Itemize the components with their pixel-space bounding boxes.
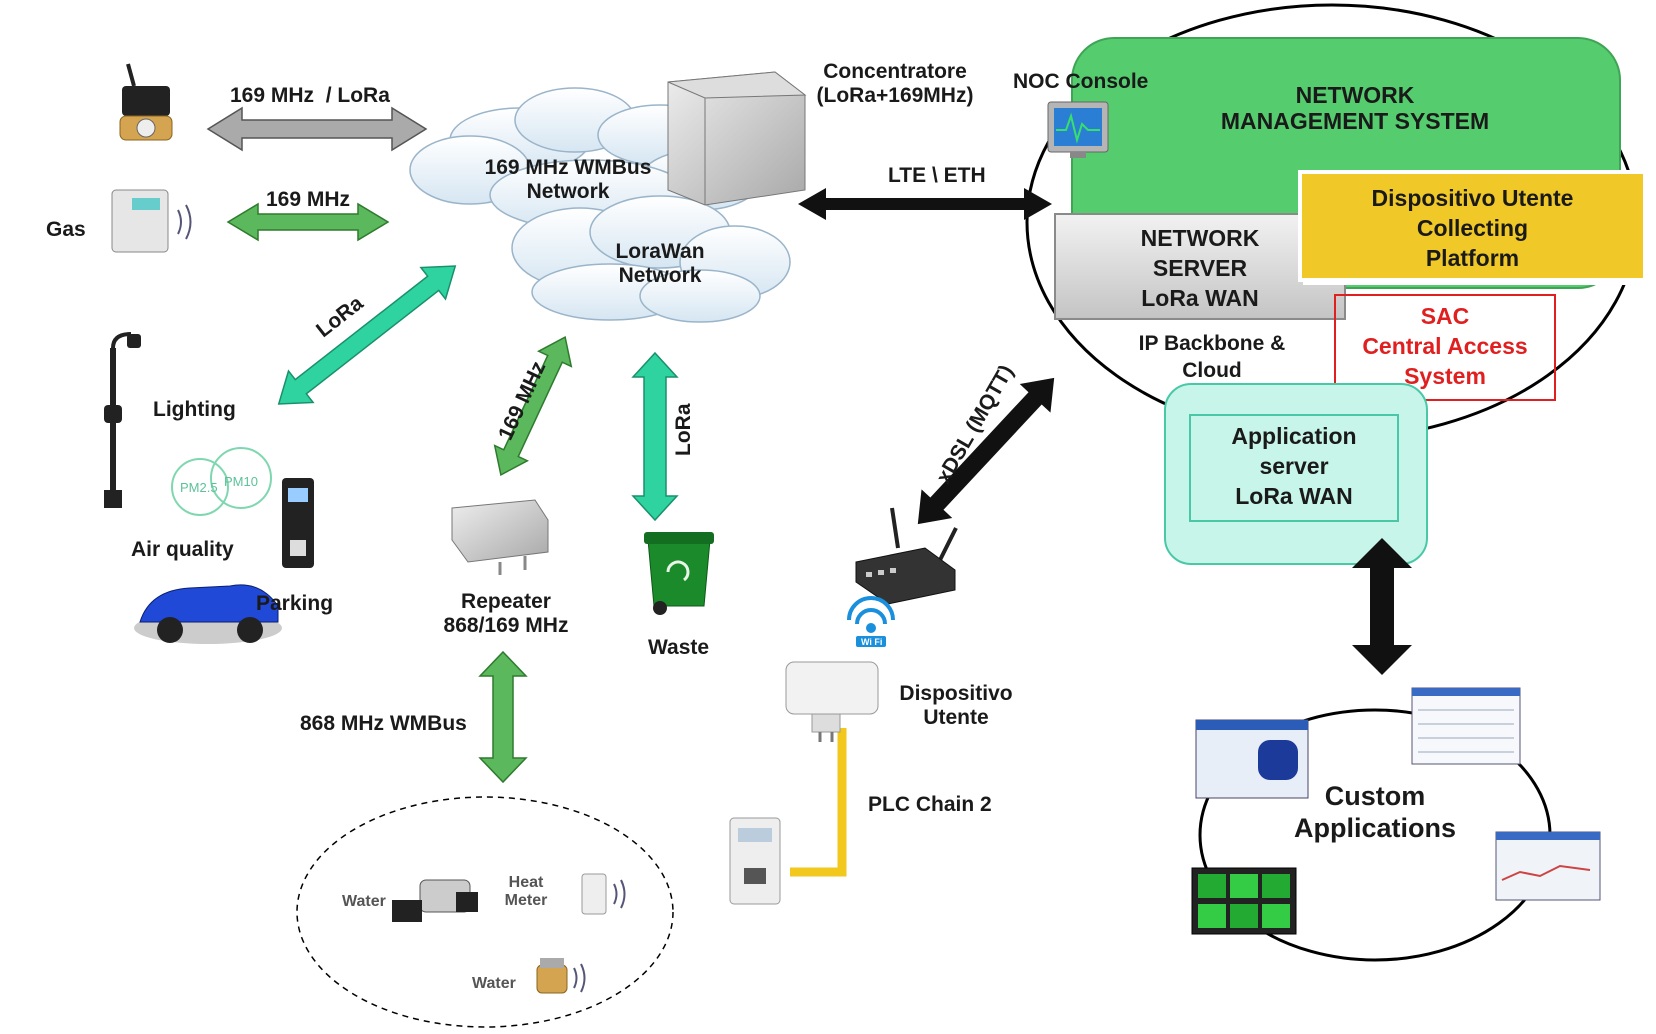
wifi-icon <box>847 596 895 633</box>
lora-lighting-arrow <box>277 265 457 405</box>
sac-label: SAC Central Access System <box>1335 302 1555 392</box>
pm10-label: PM10 <box>224 474 258 489</box>
gas-meter-icon <box>111 189 192 253</box>
lighting-label: Lighting <box>153 398 236 421</box>
router-icon <box>855 507 958 605</box>
nms-line2: MANAGEMENT SYSTEM <box>1220 108 1490 135</box>
meter-link-label: 169 MHz / LoRa <box>230 84 390 107</box>
parking-label: Parking <box>256 592 334 615</box>
wifi-badge <box>856 636 886 647</box>
water-meter-1-icon <box>392 879 478 922</box>
parking-meter-icon <box>282 478 314 568</box>
ns-line2: SERVER <box>1152 254 1248 281</box>
app-screenshot-1 <box>1195 719 1309 799</box>
app-link-arrow <box>1352 538 1412 675</box>
dispositivo-line1: Dispositivo <box>899 682 1013 705</box>
dispositivo-label: Dispositivo Utente <box>886 682 1026 730</box>
user-device-icon <box>785 661 879 742</box>
heat-meter-label: Heat Meter <box>496 874 556 911</box>
gas-link-arrow <box>226 202 390 242</box>
sac-line1: SAC <box>1420 303 1470 329</box>
lora-vertical-label: LoRa <box>672 403 695 457</box>
app-line1: Application <box>1231 423 1357 449</box>
lorawan-cloud <box>511 195 791 323</box>
heat-meter-icon <box>581 873 626 915</box>
collecting-line2: Collecting <box>1416 214 1529 241</box>
noc-monitor-icon <box>1047 101 1109 158</box>
dispositivo-line2: Utente <box>923 706 989 730</box>
noc-label: NOC Console <box>1013 70 1149 93</box>
custom-apps-label: Custom Applications <box>1270 780 1480 845</box>
collecting-line3: Platform <box>1425 244 1520 271</box>
concentratore-line2: (LoRa+169MHz) <box>816 84 974 108</box>
lorawan-line2: Network <box>618 264 702 288</box>
sac-line2: Central Access <box>1362 332 1528 359</box>
repeater-line1: Repeater <box>461 590 551 613</box>
meter-link-arrow <box>206 106 428 152</box>
custom-line2: Applications <box>1293 813 1456 844</box>
wmbus-line2: Network <box>526 180 610 204</box>
lorawan-cloud-label: LoraWan Network <box>580 240 740 288</box>
repeater-label: Repeater 868/169 MHz <box>426 590 586 638</box>
water2-label: Water <box>472 975 516 992</box>
nms-label: NETWORK MANAGEMENT SYSTEM <box>1200 82 1510 135</box>
xdsl-arrow <box>917 377 1055 525</box>
gas-label: Gas <box>46 218 86 241</box>
custom-line1: Custom <box>1324 781 1426 811</box>
ns-line3: LoRa WAN <box>1141 284 1259 311</box>
lte-label: LTE \ ETH <box>888 164 986 187</box>
street-lamp-icon <box>104 332 141 508</box>
gas-link-label: 169 MHz <box>266 188 351 211</box>
app-screenshot-2 <box>1411 687 1521 765</box>
collecting-platform-box <box>1298 170 1647 282</box>
wmbus868-label: 868 MHz WMBus <box>300 712 467 735</box>
collecting-line1: Dispositivo Utente <box>1371 185 1574 211</box>
ip-line1: IP Backbone & <box>1138 332 1286 355</box>
app-line2: server <box>1259 452 1329 479</box>
wmbus-line1: 169 MHz WMBus <box>484 156 652 179</box>
concentrator-icon <box>667 71 807 206</box>
concentratore-label: Concentratore (LoRa+169MHz) <box>800 60 990 108</box>
plc-label: PLC Chain 2 <box>868 793 992 816</box>
network-server-label: NETWORK SERVER LoRa WAN <box>1055 224 1345 314</box>
smart-meter-icon <box>119 63 173 141</box>
lora-waste-arrow <box>631 351 679 522</box>
meters-ellipse <box>296 796 674 1028</box>
nms-line1: NETWORK <box>1295 82 1415 108</box>
ip-line2: Cloud <box>1182 359 1242 383</box>
air-quality-icon <box>171 447 272 516</box>
lorawan-line1: LoraWan <box>615 240 705 263</box>
app-screenshot-3 <box>1495 831 1601 901</box>
collecting-label: Dispositivo Utente Collecting Platform <box>1300 184 1645 274</box>
ip-backbone-label: IP Backbone & Cloud <box>1112 330 1312 385</box>
wmbus-cloud-label: 169 MHz WMBus Network <box>468 156 668 204</box>
repeater-icon <box>451 499 549 575</box>
waste-label: Waste <box>648 636 710 659</box>
app-line3: LoRa WAN <box>1235 482 1353 509</box>
app-server-inner <box>1189 414 1399 522</box>
app-screenshot-4 <box>1191 867 1297 935</box>
plc-line <box>790 728 847 877</box>
water1-label: Water <box>342 893 386 910</box>
heat-line1: Heat <box>508 874 544 891</box>
car-icon <box>134 584 282 644</box>
wmbus868-arrow <box>478 650 528 784</box>
network-server-box <box>1054 213 1346 320</box>
sac-line3: System <box>1404 362 1486 389</box>
waste-bin-icon <box>644 532 714 615</box>
air-quality-label: Air quality <box>131 538 234 561</box>
repeater-line2: 868/169 MHz <box>443 614 569 638</box>
lte-arrow <box>798 188 1052 220</box>
ns-line1: NETWORK <box>1140 225 1260 251</box>
electricity-meter-icon <box>729 817 781 905</box>
concentratore-line1: Concentratore <box>823 60 967 83</box>
repeater-link-arrow <box>493 335 573 477</box>
app-server-label: Application server LoRa WAN <box>1190 422 1398 512</box>
heat-line2: Meter <box>504 892 548 910</box>
water-meter-2-icon <box>536 958 586 994</box>
sac-box <box>1334 294 1556 401</box>
wifi-label: Wi Fi <box>861 637 882 647</box>
pm25-label: PM2.5 <box>180 480 218 495</box>
